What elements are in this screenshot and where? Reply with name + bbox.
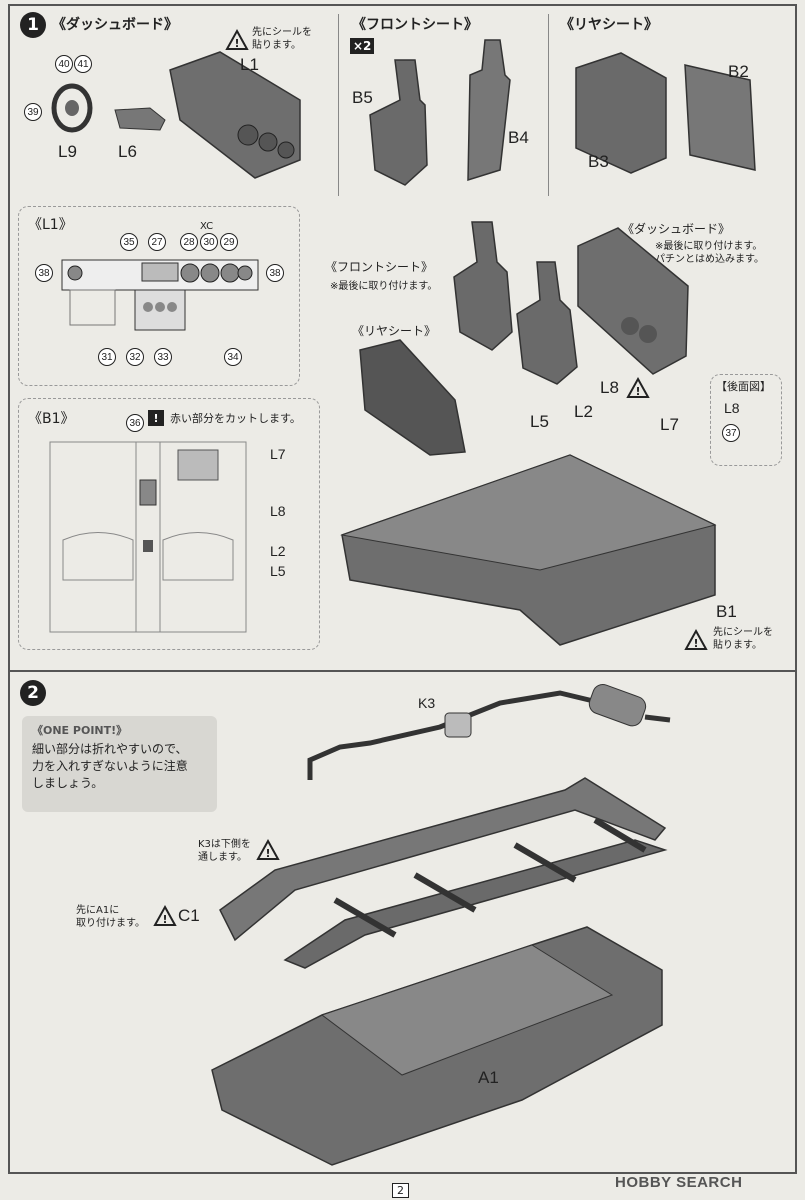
detail-num-33: 33 xyxy=(154,348,172,366)
cut-note: 赤い部分をカットします。 xyxy=(170,412,301,425)
b1-label-l8: L8 xyxy=(270,503,286,519)
step2-number: 2 xyxy=(20,680,46,706)
cut-icon: ! xyxy=(148,410,164,426)
b1-num-36: 36 xyxy=(126,414,144,432)
assembly-label-b1: B1 xyxy=(716,602,737,621)
c1-note: 先にA1に 取り付けます。 xyxy=(76,905,145,929)
b1-detail-box xyxy=(18,398,320,650)
assembly-rear-title: 《リヤシート》 xyxy=(352,324,437,338)
dashboard-title: 《ダッシュボード》 xyxy=(52,17,178,33)
b1-label-l5: L5 xyxy=(270,563,286,579)
l1-detail-title: 《L1》 xyxy=(28,217,73,233)
label-b2: B2 xyxy=(728,62,749,81)
rear-view-title: 【後面図】 xyxy=(716,380,771,393)
assembly-label-l8: L8 xyxy=(600,378,619,397)
assembly-rear-seat xyxy=(359,339,466,456)
label-l9: L9 xyxy=(58,142,77,161)
detail-num-28: 28 xyxy=(180,233,198,251)
rear-view-box xyxy=(710,374,782,466)
detail-num-27: 27 xyxy=(148,233,166,251)
warning-icon-b1: ! xyxy=(684,628,708,650)
b1-label-l7: L7 xyxy=(270,446,286,462)
seat-back-part xyxy=(467,39,511,182)
part-num-40: 40 xyxy=(55,55,73,73)
k3-note: K3は下側を 通します。 xyxy=(198,839,251,863)
rear-seat-part xyxy=(575,52,667,174)
detail-num-38-left: 38 xyxy=(35,264,53,282)
label-b3: B3 xyxy=(588,152,609,171)
label-b4: B4 xyxy=(508,128,529,147)
steering-wheel-part xyxy=(51,83,93,133)
rear-seat-title: 《リヤシート》 xyxy=(560,17,658,33)
label-l6: L6 xyxy=(118,142,137,161)
b1-detail-title: 《B1》 xyxy=(28,411,75,427)
svg-text:!: ! xyxy=(693,637,698,650)
one-point-title: 《ONE POINT!》 xyxy=(32,724,128,737)
warning-icon-l8: ! xyxy=(626,376,650,398)
b1-sticker-note: 先にシールを 貼ります。 xyxy=(713,627,773,651)
chassis-frame-c1 xyxy=(219,777,668,969)
assembly-front-title: 《フロントシート》 xyxy=(325,260,434,274)
warning-icon-k3: ! xyxy=(256,838,280,860)
b1-label-l2: L2 xyxy=(270,543,286,559)
rear-seat-back-part xyxy=(684,64,756,171)
warning-icon: ! xyxy=(225,28,249,50)
assembly-dashboard xyxy=(577,227,689,375)
dashboard-front-view xyxy=(61,259,259,331)
step2-section xyxy=(8,670,797,1174)
detail-num-32: 32 xyxy=(126,348,144,366)
quantity-x2: ×2 xyxy=(350,38,375,54)
label-a1: A1 xyxy=(478,1068,499,1087)
steering-column-part xyxy=(114,107,166,131)
rear-view-num-37: 37 xyxy=(722,424,740,442)
label-c1: C1 xyxy=(178,906,200,925)
rear-view-label: L8 xyxy=(724,400,740,416)
svg-text:!: ! xyxy=(265,847,270,860)
l1-detail-box xyxy=(18,206,300,386)
page-number: 2 xyxy=(392,1183,409,1198)
one-point-box: 《ONE POINT!》 細い部分は折れやすいので、 力を入れすぎないように注意… xyxy=(22,716,217,812)
detail-num-31: 31 xyxy=(98,348,116,366)
b1-floor-part xyxy=(340,454,717,646)
label-b5: B5 xyxy=(352,88,373,107)
l1-xc-label: XC xyxy=(200,221,214,232)
step1-number: 1 xyxy=(20,12,46,38)
label-k3: K3 xyxy=(418,695,436,711)
assembly-front-note: ※最後に取り付けます。 xyxy=(330,281,438,292)
detail-num-34: 34 xyxy=(224,348,242,366)
detail-num-30: 30 xyxy=(200,233,218,251)
label-l1: L1 xyxy=(240,55,259,74)
warning-icon-c1: ! xyxy=(153,904,177,926)
front-seat-title: 《フロントシート》 xyxy=(352,17,478,33)
assembly-front-seat-1 xyxy=(453,221,513,351)
detail-num-35: 35 xyxy=(120,233,138,251)
sticker-note: 先にシールを 貼ります。 xyxy=(252,27,312,51)
front-seat-part xyxy=(369,59,428,186)
dashboard-part xyxy=(169,51,301,179)
assembly-label-l7: L7 xyxy=(660,415,679,434)
svg-text:!: ! xyxy=(635,385,640,398)
assembly-dash-note: ※最後に取り付けます。 パチンとはめ込みます。 xyxy=(655,241,764,265)
b1-top-view xyxy=(49,441,247,633)
one-point-body: 細い部分は折れやすいので、 力を入れすぎないように注意 しましょう。 xyxy=(32,742,188,790)
assembly-dash-title: 《ダッシュボード》 xyxy=(622,222,731,236)
exhaust-k3-part xyxy=(307,683,671,780)
part-num-39: 39 xyxy=(24,103,42,121)
part-num-41: 41 xyxy=(74,55,92,73)
svg-text:!: ! xyxy=(234,37,239,50)
floor-a1-part xyxy=(211,926,663,1166)
divider-2 xyxy=(548,14,549,196)
divider-1 xyxy=(338,14,339,196)
assembly-label-l2: L2 xyxy=(574,402,593,421)
svg-text:!: ! xyxy=(162,913,167,926)
hobby-search-logo: HOBBY SEARCH xyxy=(615,1174,743,1191)
assembly-label-l5: L5 xyxy=(530,412,549,431)
detail-num-29: 29 xyxy=(220,233,238,251)
assembly-front-seat-2 xyxy=(516,261,578,385)
detail-num-38-right: 38 xyxy=(266,264,284,282)
